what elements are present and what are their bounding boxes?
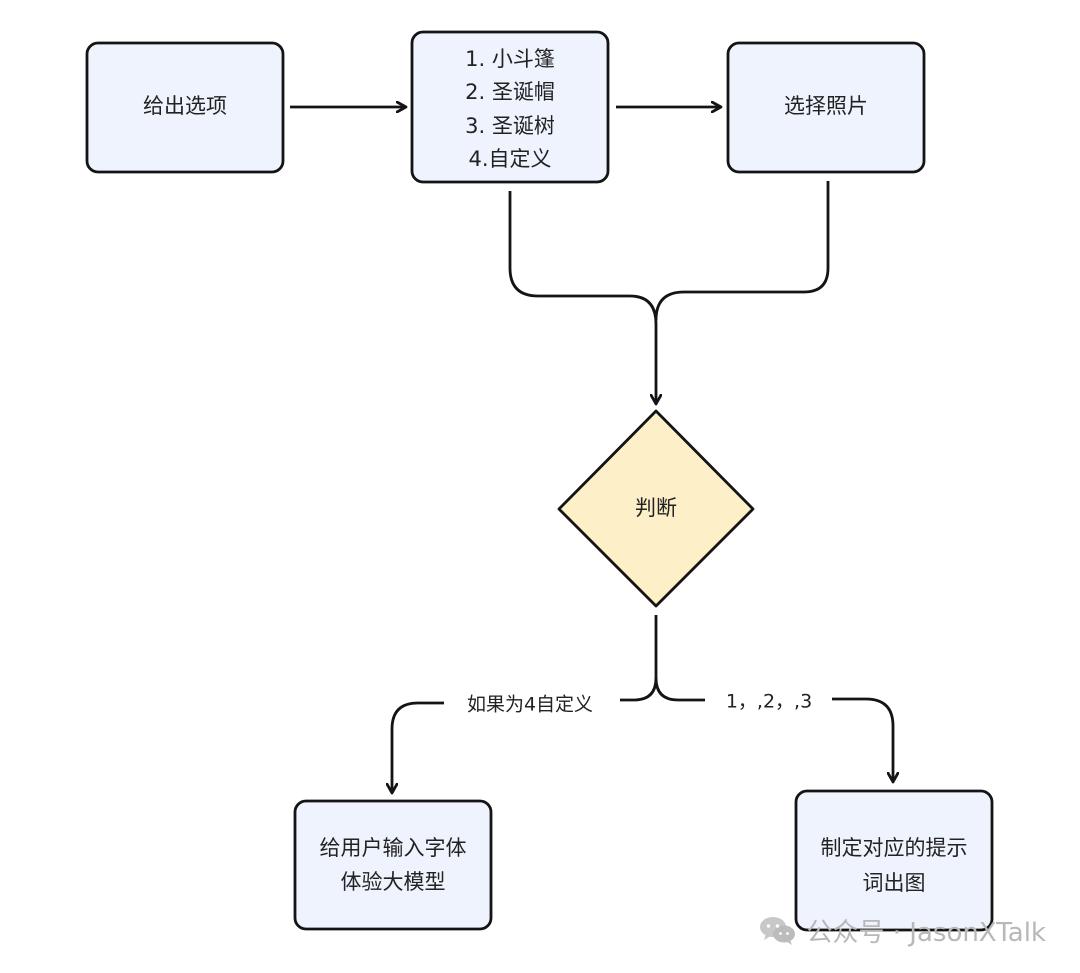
edge-decision-to-custom — [620, 615, 658, 702]
node-custom-input-line-2: 体验大模型 — [341, 870, 446, 894]
edge-photo-to-decision — [654, 181, 830, 321]
edge-list-to-decision — [508, 191, 656, 404]
node-give-options — [85, 41, 285, 174]
edge-label-custom: 如果为4自定义 — [467, 694, 593, 716]
node-options-list-line-3: 3. 圣诞树 — [465, 114, 555, 138]
node-prompt-image-line-1: 制定对应的提示 — [821, 836, 968, 860]
node-choose-photo-label: 选择照片 — [784, 94, 868, 118]
edge-preset-branch — [832, 697, 893, 782]
node-prompt-image-line-2: 词出图 — [863, 871, 926, 895]
node-decision — [557, 409, 755, 608]
node-options-list-line-2: 2. 圣诞帽 — [465, 80, 555, 104]
node-options-list — [410, 30, 610, 184]
node-custom-input-line-1: 给用户输入字体 — [320, 836, 467, 860]
edge-label-preset: 1，,2，,3 — [726, 691, 812, 713]
node-options-list-line-1: 1. 小斗篷 — [465, 47, 555, 71]
node-custom-input — [293, 799, 493, 931]
node-give-options-label: 给出选项 — [143, 94, 227, 118]
node-decision-label: 判断 — [635, 496, 677, 520]
edge-custom-branch — [392, 701, 444, 793]
node-options-list-line-4: 4.自定义 — [468, 147, 551, 171]
node-choose-photo — [726, 41, 926, 174]
node-prompt-image — [794, 789, 994, 932]
edge-decision-to-prompt — [654, 677, 705, 702]
